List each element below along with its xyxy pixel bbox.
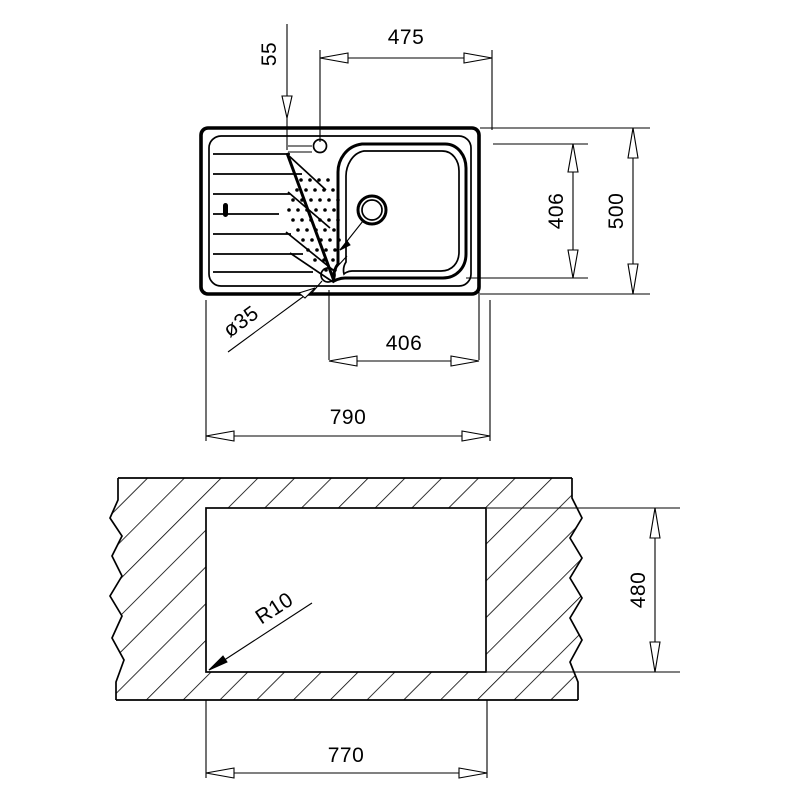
dim-r10: R10 xyxy=(208,588,313,671)
dim-500-label: 500 xyxy=(605,193,628,230)
break-line-left xyxy=(109,478,125,700)
dim-475-label: 475 xyxy=(388,26,425,49)
drainer-channel-lines xyxy=(285,152,336,283)
dim-770-label: 770 xyxy=(328,744,365,767)
dim-55: 55 xyxy=(258,24,293,150)
drainer-slot xyxy=(223,203,228,217)
dim-o35: ø35 xyxy=(219,287,316,353)
dim-406-vertical: 406 xyxy=(466,143,588,279)
corner-hole xyxy=(309,255,348,296)
waste-hole-leader xyxy=(339,220,364,251)
dim-r10-label: R10 xyxy=(251,588,297,629)
dim-500: 500 xyxy=(480,127,650,295)
dim-480: 480 xyxy=(487,507,680,673)
worktop-hatching xyxy=(110,478,582,700)
dim-55-label: 55 xyxy=(258,42,281,66)
top-view-sink: 55 475 406 500 xyxy=(199,24,650,442)
dim-406-vertical-label: 406 xyxy=(545,193,568,230)
cutout-rectangle xyxy=(205,507,487,673)
dim-770: 770 xyxy=(205,700,488,779)
dim-o35-label: ø35 xyxy=(219,301,263,342)
waste-hole xyxy=(356,194,388,226)
tap-hole xyxy=(288,138,328,154)
break-line-right xyxy=(569,478,583,700)
dim-790: 790 xyxy=(205,300,491,442)
dim-480-label: 480 xyxy=(627,572,650,609)
dim-475: 475 xyxy=(319,26,493,142)
dim-790-label: 790 xyxy=(330,406,367,429)
dim-406-horizontal-label: 406 xyxy=(386,332,423,355)
sink-outer-body xyxy=(199,126,481,296)
sink-bowl xyxy=(332,142,468,284)
dim-406-horizontal: 406 xyxy=(328,290,480,367)
worktop-outline xyxy=(109,477,583,701)
cutout-view: R10 480 770 xyxy=(109,477,680,779)
